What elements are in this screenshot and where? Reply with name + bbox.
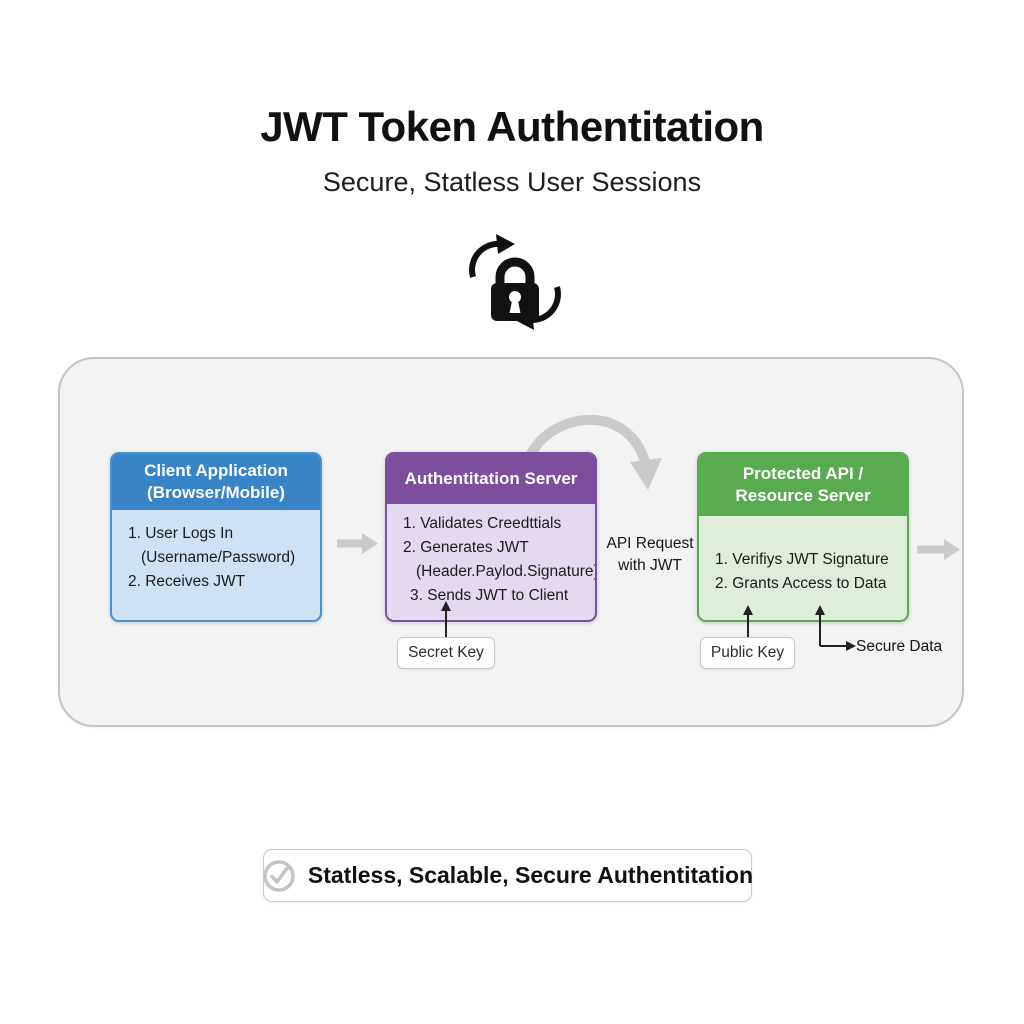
auth-step-3: 3. Sends JWT to Client <box>410 587 569 604</box>
api-node-body: 1. Verifiys JWT Signature 2. Grants Acce… <box>699 516 907 596</box>
auth-step-2: 2. Generates JWT <box>403 539 529 556</box>
api-step-2: 2. Grants Access to Data <box>715 575 887 592</box>
secure-data-label: Secure Data <box>856 638 943 655</box>
client-step-1: 1. User Logs In <box>128 525 234 542</box>
api-request-label-line2: with JWT <box>618 557 682 574</box>
page-title: JWT Token Authentitation <box>260 103 764 150</box>
block-arrow-api-out-icon <box>917 539 961 560</box>
api-node-title-line1: Protected API / <box>742 464 864 483</box>
auth-node-title: Authentitation Server <box>404 469 578 488</box>
client-node-title-line1: Client Application <box>144 461 288 480</box>
secret-key-label: Secret Key <box>397 637 495 669</box>
client-step-1-detail: (Username/Password) <box>141 549 296 566</box>
api-node-header: Protected API / Resource Server <box>699 454 907 516</box>
client-step-2: 2. Receives JWT <box>128 573 246 590</box>
curved-arrow-icon <box>523 410 673 520</box>
public-key-arrow-up-icon <box>742 605 754 639</box>
public-key-label: Public Key <box>700 637 795 669</box>
secret-key-text: Secret Key <box>408 644 484 661</box>
authentication-server-node: Authentitation Server 1. Validates Creed… <box>385 452 597 622</box>
check-circle-icon <box>262 859 296 893</box>
api-request-label-line1: API Request <box>606 535 694 552</box>
auth-step-1: 1. Validates Creedttials <box>403 515 562 532</box>
api-node-title-line2: Resource Server <box>735 486 871 505</box>
auth-step-2-detail: (Header.Paylod.Signature) <box>416 563 597 580</box>
api-step-1: 1. Verifiys JWT Signature <box>715 551 889 568</box>
block-arrow-client-to-auth-icon <box>337 533 379 554</box>
protected-api-node: Protected API / Resource Server 1. Verif… <box>697 452 909 622</box>
secure-data-arrow-icon <box>814 605 862 653</box>
auth-node-header: Authentitation Server <box>387 454 595 504</box>
client-node-title-line2: (Browser/Mobile) <box>147 483 285 502</box>
client-node-body: 1. User Logs In (Username/Password) 2. R… <box>112 510 320 594</box>
client-application-node: Client Application (Browser/Mobile) 1. U… <box>110 452 322 622</box>
lock-rotate-icon <box>440 222 590 342</box>
auth-node-body: 1. Validates Creedttials 2. Generates JW… <box>387 504 595 608</box>
api-request-label: API Request with JWT <box>598 533 702 577</box>
footer-banner: Statless, Scalable, Secure Authentitatio… <box>262 849 754 902</box>
footer-text: Statless, Scalable, Secure Authentitatio… <box>307 862 754 888</box>
secret-key-arrow-up-icon <box>440 601 452 639</box>
page-subtitle: Secure, Statless User Sessions <box>322 167 702 197</box>
public-key-text: Public Key <box>710 644 785 661</box>
client-node-header: Client Application (Browser/Mobile) <box>112 454 320 510</box>
